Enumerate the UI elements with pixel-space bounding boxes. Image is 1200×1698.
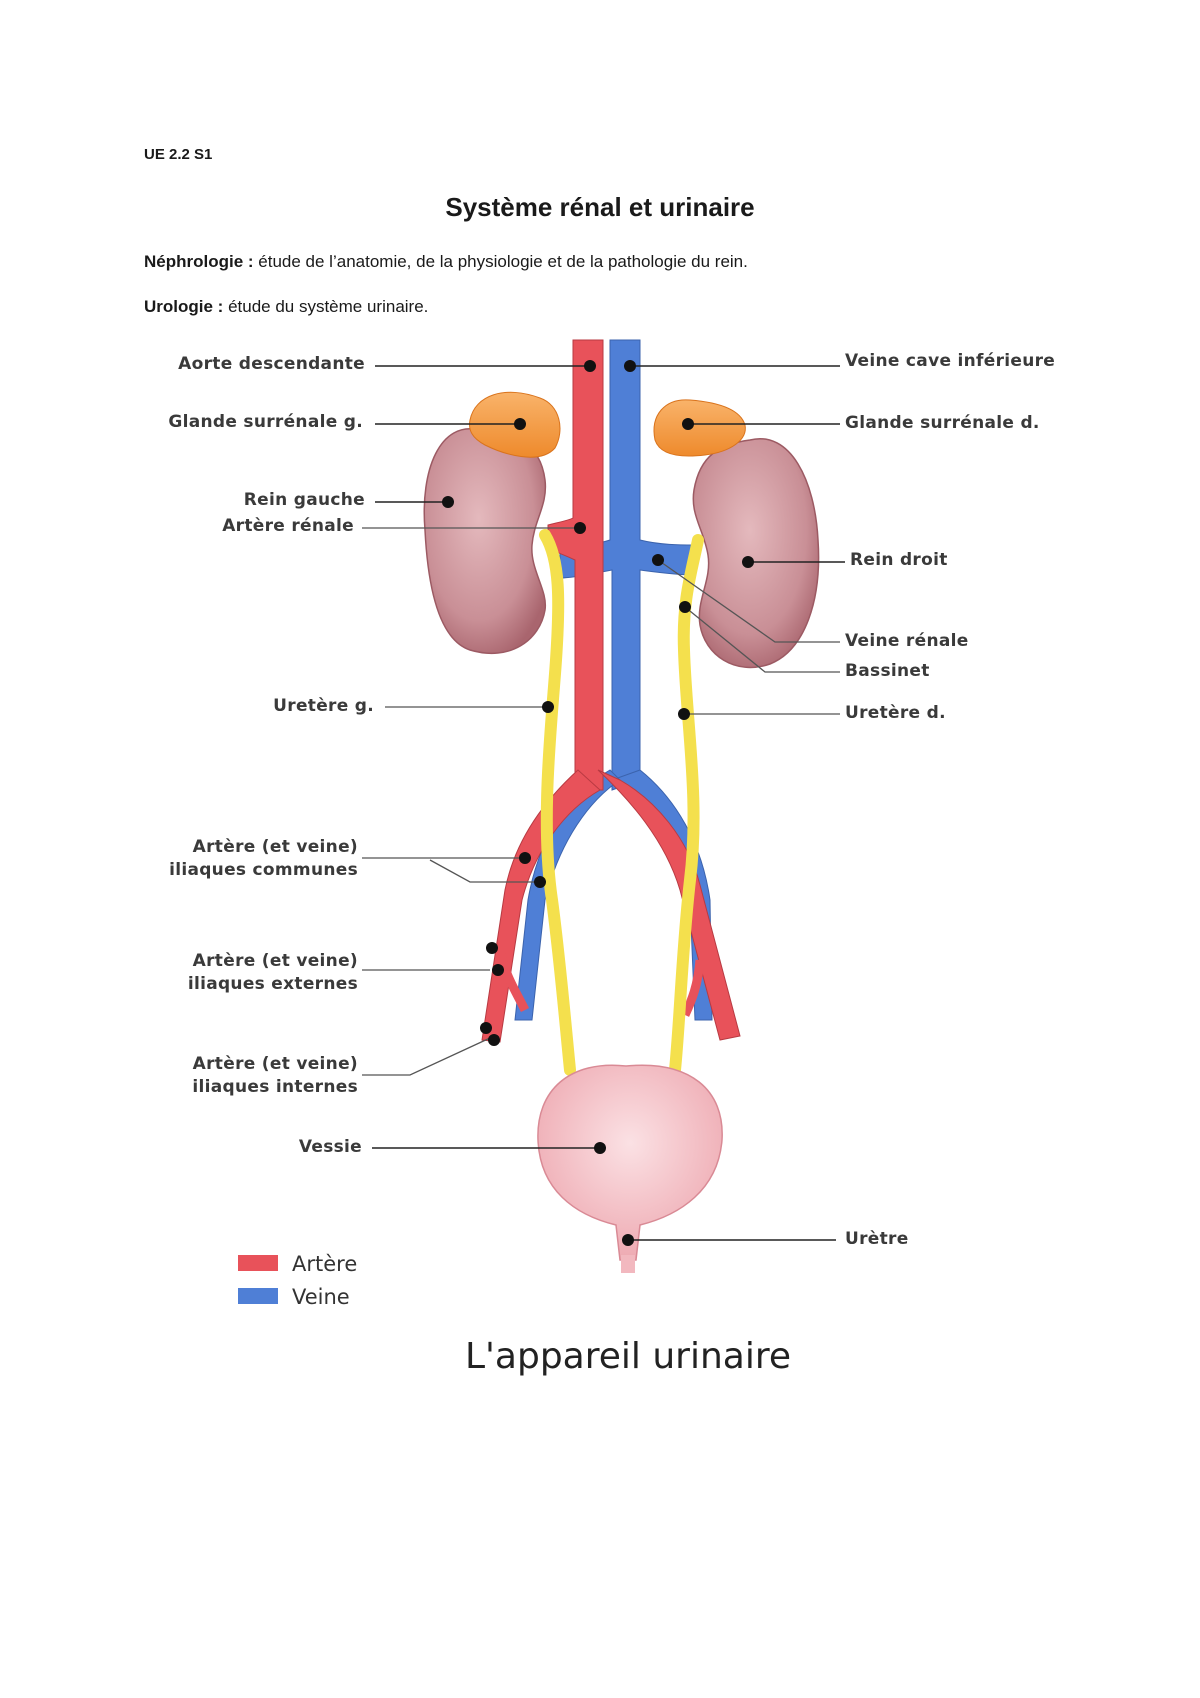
left-internal-iliac-branch bbox=[495, 949, 530, 1013]
label-veine-renale: Veine rénale bbox=[845, 631, 969, 651]
label-bassinet: Bassinet bbox=[845, 661, 930, 681]
figure-caption: L'appareil urinaire bbox=[465, 1336, 791, 1377]
label-aorte-descendante: Aorte descendante bbox=[178, 354, 365, 374]
label-iliaques-externes-1: Artère (et veine) bbox=[193, 951, 358, 971]
definition-urologie: Urologie : étude du système urinaire. bbox=[144, 297, 428, 317]
right-adrenal-gland bbox=[653, 399, 746, 457]
label-uretre: Urètre bbox=[845, 1229, 909, 1249]
label-iliaques-communes-1: Artère (et veine) bbox=[193, 837, 358, 857]
label-rein-droit: Rein droit bbox=[850, 550, 948, 570]
text-nephrologie: étude de l’anatomie, de la physiologie e… bbox=[253, 252, 748, 271]
label-iliaques-internes-2: iliaques internes bbox=[192, 1077, 358, 1097]
left-kidney bbox=[423, 427, 547, 655]
label-iliaques-externes-2: iliaques externes bbox=[188, 974, 358, 994]
label-iliaques-communes-2: iliaques communes bbox=[169, 860, 358, 880]
bladder bbox=[537, 1064, 723, 1261]
label-vessie: Vessie bbox=[299, 1137, 362, 1157]
page-title: Système rénal et urinaire bbox=[445, 192, 755, 222]
course-code: UE 2.2 S1 bbox=[144, 146, 213, 163]
term-nephrologie: Néphrologie : bbox=[144, 252, 254, 271]
legend-label-artere: Artère bbox=[292, 1252, 357, 1276]
label-artere-renale: Artère rénale bbox=[222, 516, 354, 536]
legend-swatch-artere bbox=[238, 1255, 278, 1271]
definition-nephrologie: Néphrologie : étude de l’anatomie, de la… bbox=[144, 252, 748, 272]
label-iliaques-internes-1: Artère (et veine) bbox=[193, 1054, 358, 1074]
right-ureter bbox=[669, 534, 704, 1076]
right-common-iliac-artery bbox=[597, 769, 741, 1041]
label-uretere-g: Uretère g. bbox=[273, 696, 374, 716]
urethra bbox=[621, 1255, 635, 1273]
label-glande-surrenale-d: Glande surrénale d. bbox=[845, 413, 1040, 433]
right-internal-iliac-branch bbox=[680, 959, 705, 1017]
legend-swatch-veine bbox=[238, 1288, 278, 1304]
legend-label-veine: Veine bbox=[292, 1285, 350, 1309]
label-uretere-d: Uretère d. bbox=[845, 703, 946, 723]
right-kidney bbox=[692, 437, 820, 669]
label-glande-surrenale-g: Glande surrénale g. bbox=[168, 412, 363, 432]
term-urologie: Urologie : bbox=[144, 297, 224, 316]
label-rein-gauche: Rein gauche bbox=[244, 490, 365, 510]
text-urologie: étude du système urinaire. bbox=[223, 297, 429, 316]
label-veine-cave-inferieure: Veine cave inférieure bbox=[845, 351, 1055, 371]
left-ureter bbox=[539, 529, 576, 1076]
